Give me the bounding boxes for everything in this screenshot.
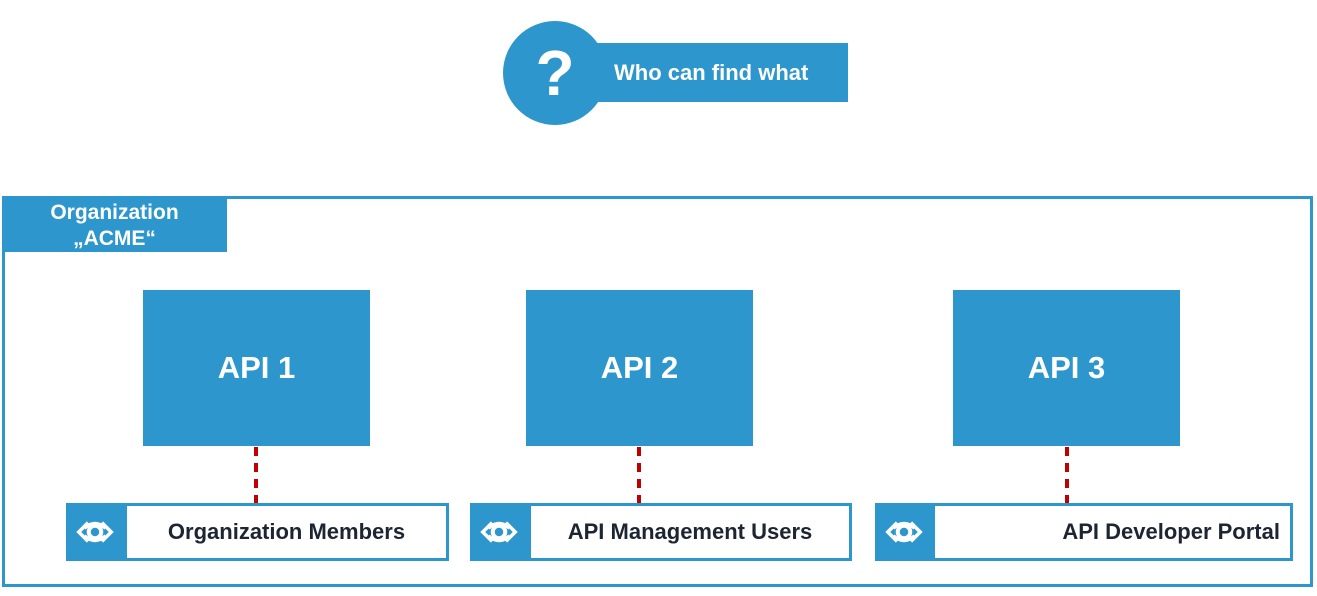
audience-label-text: Organization Members (167, 519, 406, 544)
api-box-2: API 2 (526, 290, 753, 446)
connector-api1-audience (254, 447, 258, 503)
audience-label-api-management-users: API Management Users (528, 503, 852, 561)
organization-boundary-box (2, 196, 1313, 587)
visibility-eye-icon (66, 503, 124, 561)
api-box-3: API 3 (953, 290, 1180, 446)
header-title: Who can find what (614, 59, 809, 85)
connector-api3-audience (1065, 447, 1069, 503)
audience-label-organization-members: Organization Members (124, 503, 449, 561)
question-mark-icon: ? (503, 21, 607, 125)
api-box-1: API 1 (143, 290, 370, 446)
audience-label-api-developer-portal: API Developer Portal (932, 503, 1293, 561)
organization-label-tab: Organization „ACME“ (2, 198, 227, 252)
question-mark-glyph: ? (535, 37, 575, 109)
audience-label-text: API Management Users (567, 519, 813, 544)
visibility-eye-icon (470, 503, 528, 561)
organization-name-line1: Organization (50, 201, 179, 224)
connector-api2-audience (637, 447, 641, 503)
audience-label-text: API Developer Portal (1062, 519, 1280, 544)
visibility-eye-icon (875, 503, 933, 561)
api-box-1-label: API 1 (217, 350, 296, 385)
api-box-3-label: API 3 (1027, 350, 1106, 385)
organization-name-line2: „ACME“ (73, 227, 156, 250)
api-box-2-label: API 2 (600, 350, 679, 385)
